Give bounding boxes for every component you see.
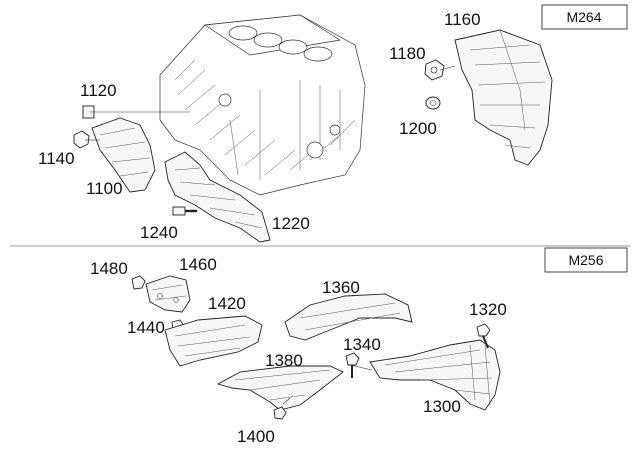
variant-label-m264: M264 (566, 9, 601, 25)
heat-shield-1160 (454, 29, 553, 166)
callout-1160: 1160 (444, 10, 481, 29)
bolt-1400 (273, 406, 287, 420)
bracket-1100 (91, 117, 156, 193)
nut-1180 (424, 59, 445, 81)
callout-1460: 1460 (179, 255, 217, 274)
callout-1100: 1100 (86, 179, 123, 198)
heat-shield-1300 (369, 339, 501, 411)
callout-1440: 1440 (127, 318, 165, 337)
bolt-1480 (131, 275, 146, 290)
callout-1380: 1380 (265, 351, 303, 370)
bracket-1460 (145, 275, 191, 313)
callout-1200: 1200 (399, 119, 437, 138)
callout-1420: 1420 (208, 294, 246, 313)
callout-1220: 1220 (272, 214, 310, 233)
upper-leaders (85, 65, 456, 141)
heat-shield-1420 (164, 315, 263, 367)
heat-shield-1380 (216, 365, 344, 411)
bolt-1320 (476, 323, 491, 349)
callout-1340: 1340 (343, 335, 381, 354)
callout-1300: 1300 (423, 397, 461, 416)
engine-block (159, 14, 366, 196)
heat-shield-1360 (284, 293, 413, 341)
bolt-1340 (345, 352, 360, 378)
callout-1320: 1320 (469, 300, 507, 319)
callout-1120: 1120 (80, 81, 117, 100)
callout-1360: 1360 (322, 278, 360, 297)
variant-box-m264: M264 (541, 4, 628, 30)
variant-label-m256: M256 (568, 252, 603, 268)
callout-1400: 1400 (237, 427, 275, 446)
grommet-1200 (425, 96, 441, 110)
nut-1140 (73, 130, 90, 149)
variant-box-m256: M256 (544, 247, 628, 273)
callout-1480: 1480 (90, 259, 128, 278)
lower-leaders (282, 364, 373, 405)
callout-1180: 1180 (389, 44, 426, 63)
heat-shield-1220 (164, 151, 271, 243)
callout-1140: 1140 (38, 149, 75, 168)
bolt-1240 (172, 206, 197, 216)
callout-1240: 1240 (140, 223, 178, 242)
